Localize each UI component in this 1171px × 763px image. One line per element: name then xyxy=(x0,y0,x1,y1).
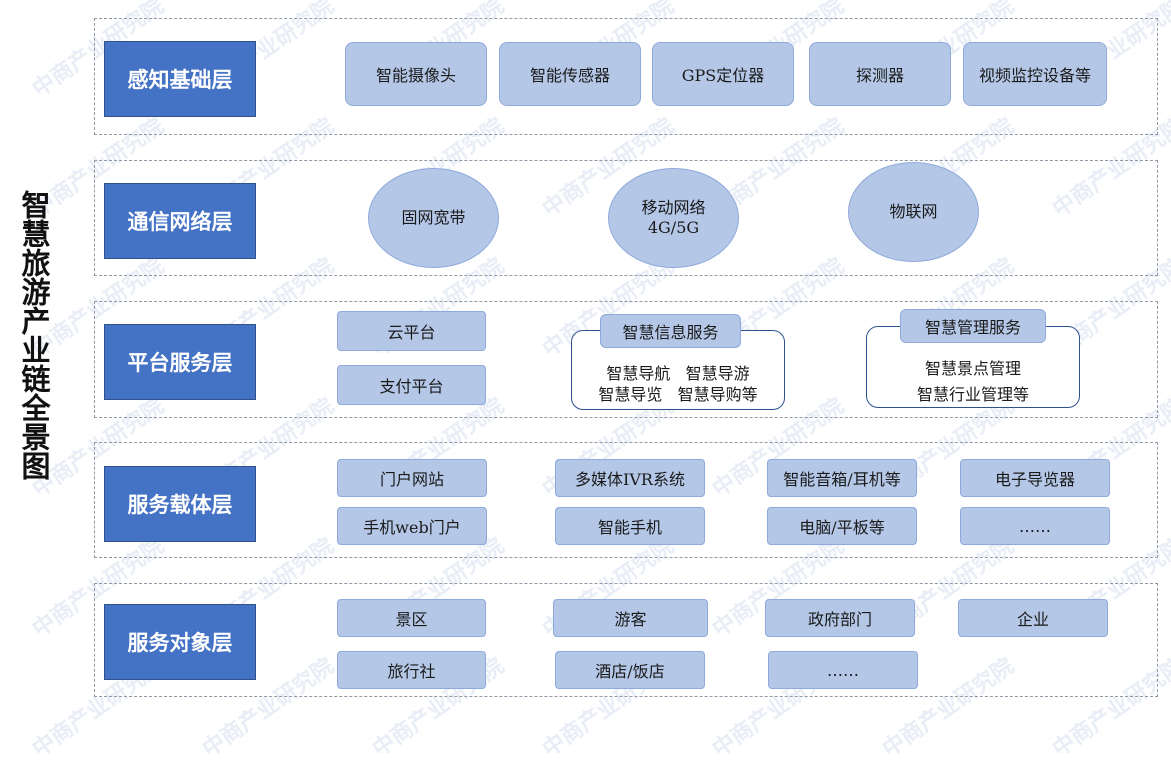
node-travel-agency: 旅行社 xyxy=(337,651,486,689)
node-enterprise: 企业 xyxy=(958,599,1108,637)
node-mobile-network: 移动网络 4G/5G xyxy=(608,168,739,268)
node-iot: 物联网 xyxy=(848,162,979,262)
node-tourist: 游客 xyxy=(553,599,708,637)
node-hotel: 酒店/饭店 xyxy=(555,651,705,689)
node-mobile-web-portal: 手机web门户 xyxy=(337,507,487,545)
node-fixed-broadband-text: 固网宽带 xyxy=(401,208,466,227)
layer-perception xyxy=(94,18,1158,135)
node-target-more: …… xyxy=(768,651,918,689)
node-fixed-broadband: 固网宽带 xyxy=(368,168,499,268)
node-smart-speaker: 智能音箱/耳机等 xyxy=(767,459,917,497)
node-mobile-network-text: 移动网络 xyxy=(641,198,706,217)
node-payment-platform: 支付平台 xyxy=(337,365,486,405)
node-iot-text: 物联网 xyxy=(889,202,938,221)
node-carrier-more: …… xyxy=(960,507,1110,545)
node-smartphone: 智能手机 xyxy=(555,507,705,545)
layer-carrier xyxy=(94,442,1158,558)
node-gps-locator: GPS定位器 xyxy=(652,42,794,106)
group-mgmt-line-1: 智慧景点管理 xyxy=(924,359,1021,378)
layer-label-target: 服务对象层 xyxy=(104,604,256,680)
node-mobile-network-subtext: 4G/5G xyxy=(647,218,700,237)
node-scenic-area: 景区 xyxy=(337,599,486,637)
layer-label-perception: 感知基础层 xyxy=(104,41,256,117)
node-smart-camera: 智能摄像头 xyxy=(345,42,487,106)
diagram-title: 智慧旅游产业链全景图 xyxy=(17,190,51,480)
layer-label-platform: 平台服务层 xyxy=(104,324,256,400)
layer-target xyxy=(94,583,1158,697)
group-mgmt-line-2: 智慧行业管理等 xyxy=(916,385,1029,404)
layer-label-network: 通信网络层 xyxy=(104,183,256,259)
node-portal-website: 门户网站 xyxy=(337,459,487,497)
node-cloud-platform: 云平台 xyxy=(337,311,486,351)
node-computer-tablet: 电脑/平板等 xyxy=(767,507,917,545)
layer-platform xyxy=(94,301,1158,418)
group-head-smart-mgmt-service: 智慧管理服务 xyxy=(900,309,1046,343)
group-head-smart-info-service: 智慧信息服务 xyxy=(600,314,741,348)
node-multimedia-ivr: 多媒体IVR系统 xyxy=(555,459,705,497)
layer-label-carrier: 服务载体层 xyxy=(104,466,256,542)
group-info-line-2: 智慧导览 智慧导购等 xyxy=(598,385,758,404)
layer-network xyxy=(94,160,1158,276)
node-smart-sensor: 智能传感器 xyxy=(499,42,641,106)
node-detector: 探测器 xyxy=(809,42,951,106)
node-e-guide: 电子导览器 xyxy=(960,459,1110,497)
node-government: 政府部门 xyxy=(765,599,915,637)
node-video-surveillance: 视频监控设备等 xyxy=(963,42,1107,106)
group-info-line-1: 智慧导航 智慧导游 xyxy=(606,364,750,383)
